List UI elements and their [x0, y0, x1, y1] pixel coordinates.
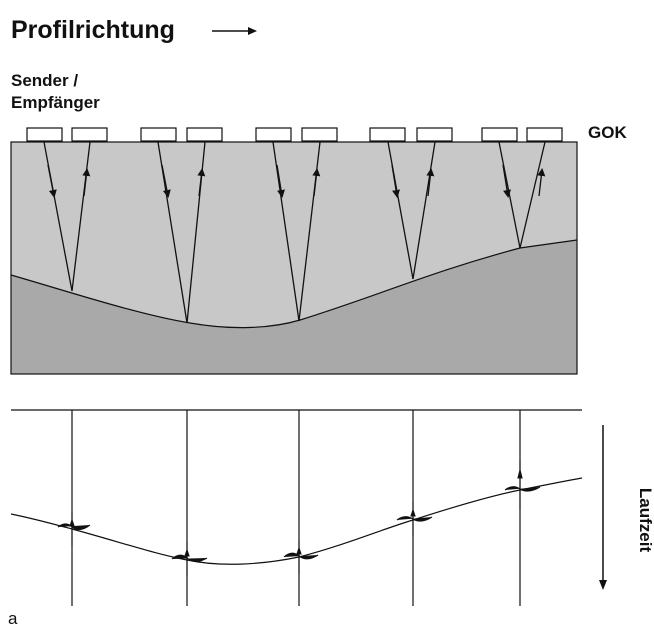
arrow-down-icon — [161, 164, 171, 198]
reflection-event-curve — [10, 477, 583, 565]
wavelet — [171, 542, 208, 576]
arrow-up-icon — [426, 168, 435, 197]
reflector-boundary — [10, 239, 578, 329]
sender-antenna — [481, 127, 518, 142]
ray-down — [387, 141, 414, 280]
traveltime-label: Laufzeit — [636, 488, 654, 553]
panel-label: a — [8, 609, 18, 628]
receiver-antenna — [301, 127, 338, 142]
receiver-antenna — [71, 127, 108, 142]
lower-layer — [11, 240, 577, 374]
receiver-antenna — [416, 127, 453, 142]
arrow-down-icon — [391, 164, 400, 198]
surface-label: GOK — [588, 123, 627, 142]
reflection-wavelets — [57, 460, 541, 576]
arrow-up-icon — [197, 168, 206, 197]
arrow-down-icon — [276, 164, 285, 198]
sender-antenna — [140, 127, 177, 142]
transceiver-label-line1: Sender / — [11, 71, 78, 90]
wavelet — [396, 502, 433, 536]
sender-antenna — [255, 127, 292, 142]
receiver-antenna — [526, 127, 563, 142]
receiver-antenna — [186, 127, 223, 142]
sender-antenna — [369, 127, 406, 142]
transceiver-label-line2: Empfänger — [11, 93, 100, 112]
sender-antenna — [26, 127, 63, 142]
arrow-down-icon — [47, 164, 57, 198]
ray-arrowheads — [47, 164, 546, 198]
subsurface-section — [10, 141, 578, 375]
wavelet — [504, 460, 541, 510]
ray-up — [412, 141, 436, 280]
arrow-up-icon — [537, 168, 546, 197]
wavelet — [283, 540, 319, 574]
arrow-down-icon — [502, 164, 511, 198]
ray-down — [272, 141, 300, 322]
antenna-row — [26, 127, 563, 142]
wavelet — [57, 512, 91, 546]
radargram — [10, 409, 583, 606]
ray-up — [519, 141, 546, 249]
arrow-up-icon — [312, 168, 321, 197]
ray-up — [71, 141, 91, 292]
profile-direction-title: Profilrichtung — [11, 16, 175, 44]
section-frame — [10, 141, 578, 375]
profile-direction-arrow-icon — [212, 27, 257, 35]
traveltime-arrow-icon — [599, 425, 607, 590]
arrow-up-icon — [82, 168, 91, 197]
